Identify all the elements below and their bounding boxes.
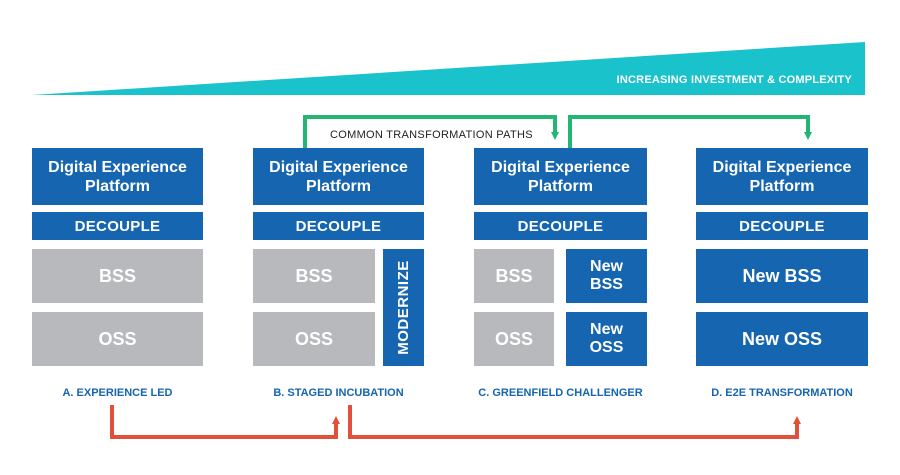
green-arrow-c-to-d xyxy=(568,115,812,148)
column-b-decouple-box: DECOUPLE xyxy=(253,212,424,240)
green-arrow-b-to-c xyxy=(303,115,559,148)
column-b-dxp-box: Digital Experience Platform xyxy=(253,148,424,205)
column-b-caption: B. STAGED INCUBATION xyxy=(273,387,404,399)
column-d-new-oss-box: New OSS xyxy=(696,312,868,366)
increasing-investment-label: INCREASING INVESTMENT & COMPLEXITY xyxy=(616,74,852,86)
column-a-caption: A. EXPERIENCE LED xyxy=(62,387,173,399)
column-c-bss-box: BSS xyxy=(474,249,554,303)
common-transformation-paths-label: COMMON TRANSFORMATION PATHS xyxy=(320,129,543,141)
column-a-dxp-box: Digital Experience Platform xyxy=(32,148,203,205)
column-c-dxp-box: Digital Experience Platform xyxy=(474,148,647,205)
column-d-caption: D. E2E TRANSFORMATION xyxy=(711,387,853,399)
column-a-oss-box: OSS xyxy=(32,312,203,366)
column-b-bss-box: BSS xyxy=(253,249,375,303)
column-c-new-bss-label: New BSS xyxy=(590,258,623,293)
column-c-new-oss-label: New OSS xyxy=(589,321,624,356)
column-c-decouple-box: DECOUPLE xyxy=(474,212,647,240)
column-b-modernize-label: MODERNIZE xyxy=(395,260,412,355)
column-b-modernize-box: MODERNIZE xyxy=(383,249,424,366)
column-a-decouple-box: DECOUPLE xyxy=(32,212,203,240)
increasing-investment-wedge xyxy=(32,42,865,95)
column-c-caption: C. GREENFIELD CHALLENGER xyxy=(478,387,643,399)
column-a-bss-box: BSS xyxy=(32,249,203,303)
column-c-new-oss-box: New OSS xyxy=(566,312,647,366)
red-arrow-a-to-b xyxy=(110,405,340,439)
column-d-dxp-box: Digital Experience Platform xyxy=(696,148,868,205)
column-c-oss-box: OSS xyxy=(474,312,554,366)
column-d-decouple-box: DECOUPLE xyxy=(696,212,868,240)
column-d-new-bss-box: New BSS xyxy=(696,249,868,303)
column-c-new-bss-box: New BSS xyxy=(566,249,647,303)
red-arrow-b-to-d xyxy=(348,405,801,439)
column-b-oss-box: OSS xyxy=(253,312,375,366)
